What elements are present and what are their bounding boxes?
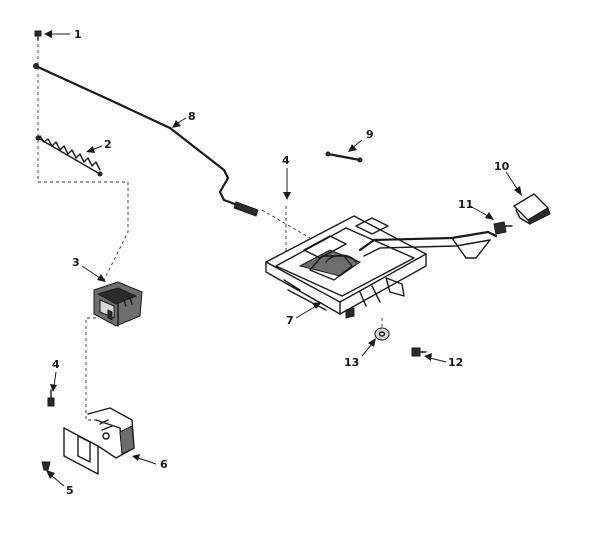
callout-5: 5 <box>66 484 74 497</box>
pin-part <box>325 151 363 163</box>
callout-9: 9 <box>366 128 374 141</box>
callout-2: 2 <box>104 138 112 151</box>
bracket-part <box>63 407 135 475</box>
callout-labels: 1 8 2 4 9 10 11 3 7 13 12 4 6 5 <box>52 28 510 497</box>
spring-part <box>35 135 103 177</box>
callout-11: 11 <box>458 198 473 211</box>
callout-4-lower: 4 <box>52 358 60 371</box>
washer-part <box>374 327 390 341</box>
callout-8: 8 <box>188 110 196 123</box>
callout-13: 13 <box>344 356 359 369</box>
callout-7: 7 <box>286 314 294 327</box>
callout-4-upper: 4 <box>282 154 290 167</box>
tray-assembly <box>265 215 498 319</box>
callout-6: 6 <box>160 458 168 471</box>
leader-lines <box>44 30 522 487</box>
screw-part-right <box>411 347 427 357</box>
fastener-part <box>493 221 513 235</box>
screw-part-bottom <box>41 461 51 471</box>
knob-part <box>513 193 551 225</box>
screw-part-lower <box>47 389 55 407</box>
callout-12: 12 <box>448 356 463 369</box>
callout-10: 10 <box>494 160 510 173</box>
solenoid-part <box>93 281 143 327</box>
callout-1: 1 <box>74 28 82 41</box>
screw-part <box>34 30 42 41</box>
actuator-rod <box>33 63 259 217</box>
callout-3: 3 <box>72 256 80 269</box>
